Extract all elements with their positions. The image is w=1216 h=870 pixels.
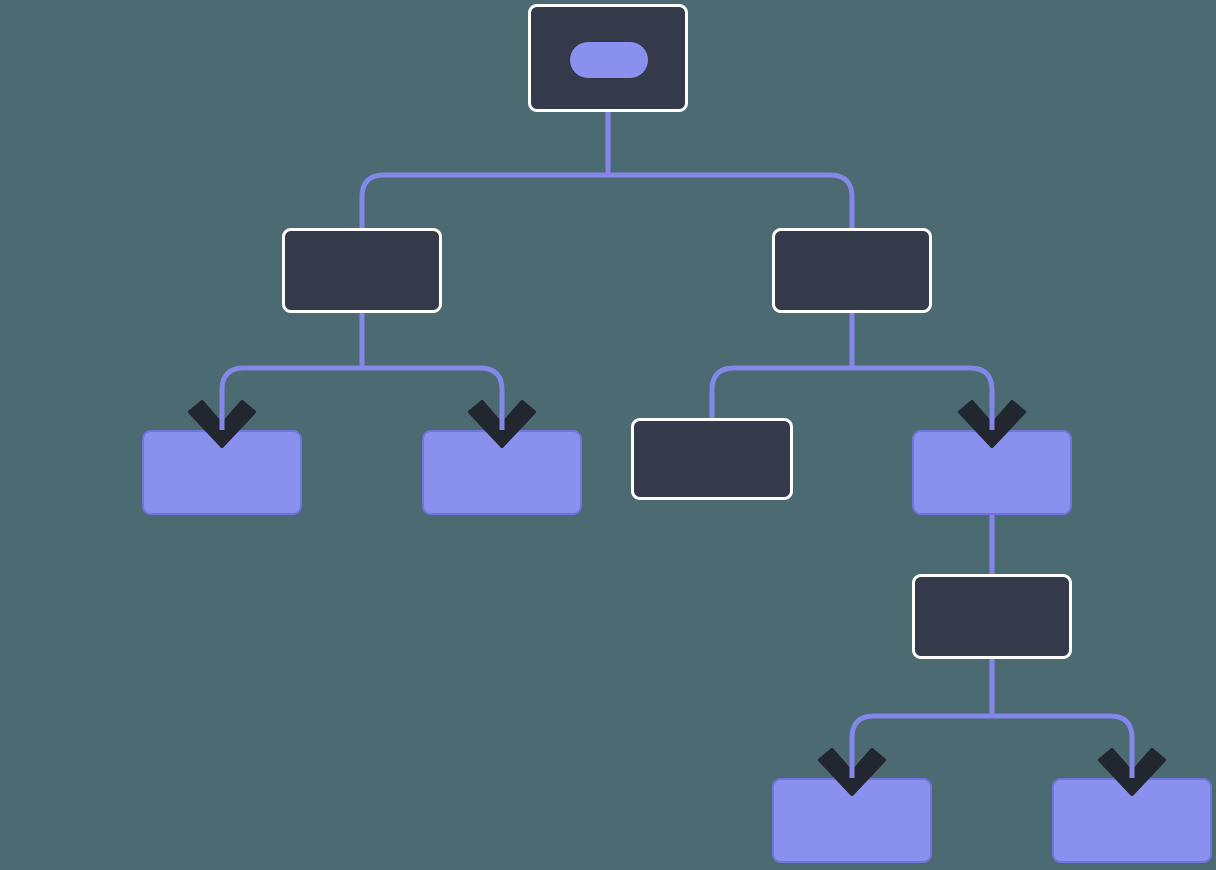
- connector-edge-left-to-leaf1: [219, 365, 362, 434]
- node-leaf-4[interactable]: [1052, 778, 1212, 863]
- connector-edge-root-to-left: [359, 172, 608, 315]
- node-root[interactable]: [528, 4, 688, 112]
- connector-edge-bottom-to-leaf3: [849, 713, 992, 782]
- connector-edge-root-to-right: [608, 172, 855, 315]
- node-n-purple-mid[interactable]: [912, 430, 1072, 515]
- node-n-dark-leaf[interactable]: [631, 418, 793, 500]
- node-leaf-2[interactable]: [422, 430, 582, 515]
- node-n-left[interactable]: [282, 228, 442, 313]
- connector-edge-right-to-purple-mid: [852, 365, 995, 434]
- connector-edge-right-to-dark-leaf: [709, 365, 852, 422]
- connector-edge-bottom-to-leaf4: [992, 713, 1135, 782]
- node-n-dark-low[interactable]: [912, 574, 1072, 659]
- node-leaf-1[interactable]: [142, 430, 302, 515]
- connector-edge-left-to-leaf2: [362, 365, 505, 434]
- node-leaf-3[interactable]: [772, 778, 932, 863]
- node-n-right[interactable]: [772, 228, 932, 313]
- node-pill-badge: [570, 42, 648, 78]
